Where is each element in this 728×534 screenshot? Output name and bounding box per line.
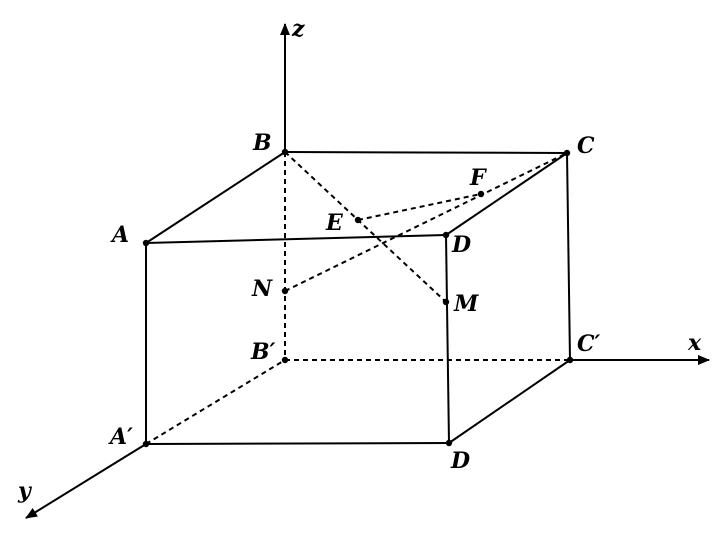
point-m-dot [442,298,450,306]
point-aprime-dot [142,440,150,448]
point-f-dot [477,190,485,198]
point-bprime-dot [281,356,289,364]
label-y: y [17,478,33,504]
y-axis [25,443,147,519]
edge-aprime-bprime [145,359,286,445]
edge-c-d [445,152,568,236]
point-a-dot [142,239,150,247]
edge-d-dbottom [445,234,450,444]
segment-b-m [284,151,447,303]
edge-c-cprime [566,152,571,361]
point-cprime-dot [566,356,574,364]
label-x: x [687,330,702,356]
label-m: M [453,291,479,317]
segment-e-f [357,193,482,221]
point-b-dot [281,148,289,156]
edge-a-b [145,151,286,244]
label-c: C [577,133,595,159]
edge-b-c [284,151,568,154]
point-c-dot [563,149,571,157]
label-e: E [325,210,344,236]
label-f: F [469,165,487,191]
edge-aprime-dbottom [145,442,450,445]
segment-n-c [284,152,568,292]
label-z: z [291,16,305,42]
label-aprime: A′ [108,424,133,450]
label-cprime: C′ [577,331,601,357]
point-d-top-dot [442,231,450,239]
label-a: A [110,222,129,248]
label-d-bottom: D [450,448,470,474]
point-e-dot [354,216,362,224]
point-d-bottom-dot [445,439,453,447]
point-n-dot [281,287,289,295]
label-n: N [251,276,273,302]
label-bprime: B′ [250,339,276,365]
edge-dbottom-cprime [448,359,571,444]
edge-a-d [145,234,447,244]
label-d-top: D [451,232,471,258]
label-b: B [252,130,272,156]
